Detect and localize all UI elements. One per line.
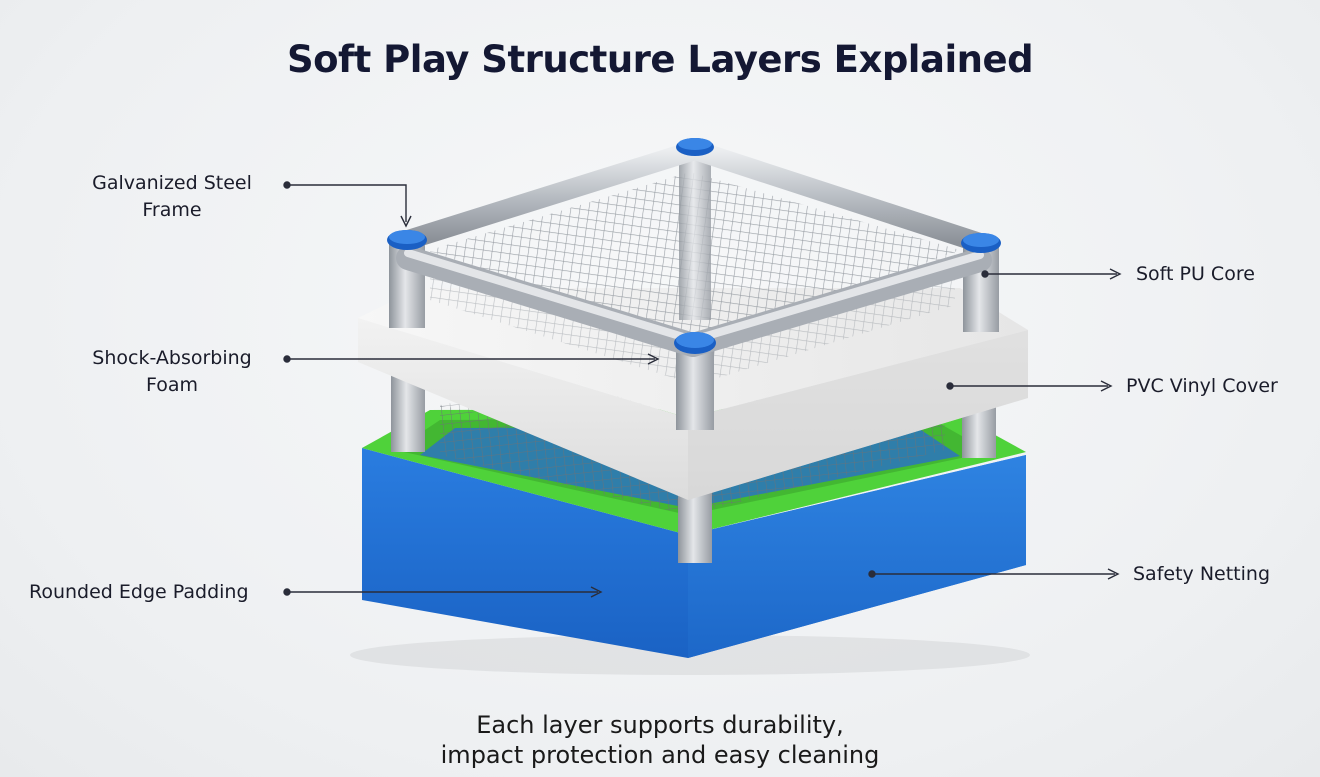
pole-front-upper xyxy=(676,345,714,430)
label-foam-line2: Foam xyxy=(145,374,199,396)
base-side-face xyxy=(688,455,1026,658)
footer-caption: Each layer supports durability, impact p… xyxy=(0,710,1320,770)
label-galvanized-steel-frame: Galvanized Steel Frame xyxy=(72,170,272,224)
rail-front-left xyxy=(396,246,705,357)
label-steel-frame-line1: Galvanized Steel xyxy=(92,172,252,194)
label-foam-line1: Shock-Absorbing xyxy=(92,347,252,369)
footer-line-1: Each layer supports durability, xyxy=(476,711,844,739)
label-steel-frame-line2: Frame xyxy=(142,199,202,221)
label-safety-netting: Safety Netting xyxy=(1133,563,1270,585)
steel-frame-line xyxy=(287,184,407,222)
page-title: Soft Play Structure Layers Explained xyxy=(286,38,1034,81)
label-soft-pu-core: Soft PU Core xyxy=(1136,263,1255,285)
footer-line-2: impact protection and easy cleaning xyxy=(440,741,880,769)
rail-front-right xyxy=(681,248,992,357)
label-shock-absorbing-foam: Shock-Absorbing Foam xyxy=(72,345,272,399)
rail-back-left xyxy=(398,140,705,250)
label-pvc-vinyl-cover: PVC Vinyl Cover xyxy=(1126,375,1278,397)
label-rounded-edge-padding: Rounded Edge Padding xyxy=(29,581,249,603)
pole-back xyxy=(679,150,711,320)
rail-back-right xyxy=(685,140,990,253)
